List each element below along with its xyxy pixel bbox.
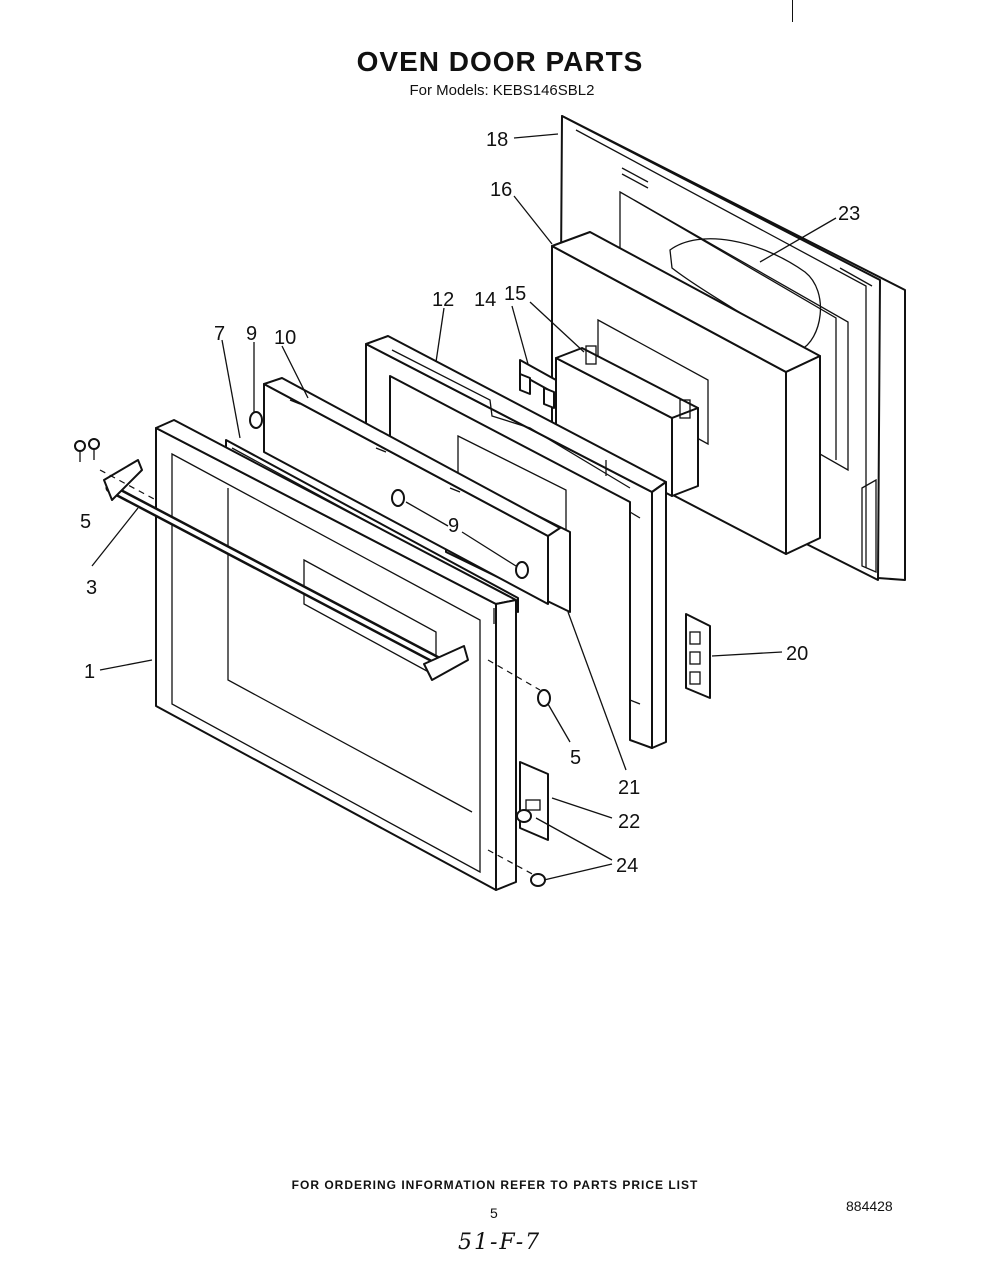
models-line: For Models:KEBS146SBL2 — [0, 82, 1000, 99]
part-22-hinge-plate — [519, 761, 549, 841]
callout-22: 22 — [618, 811, 640, 833]
part-20-hinge-bracket — [685, 613, 711, 699]
document-number: 884428 — [846, 1198, 893, 1214]
part-5-screws-left — [74, 438, 100, 462]
callout-21: 21 — [618, 777, 640, 799]
model-number: KEBS146SBL2 — [492, 82, 595, 99]
callout-5-left: 5 — [80, 511, 91, 533]
part-23-gasket — [669, 238, 822, 351]
part-10-retainer — [263, 377, 561, 605]
callout-9-lower: 9 — [448, 515, 459, 537]
ordering-note: FOR ORDERING INFORMATION REFER TO PARTS … — [291, 1178, 699, 1192]
callout-5-right: 5 — [570, 747, 581, 769]
callout-7: 7 — [214, 323, 225, 345]
leader-lines — [91, 133, 837, 881]
page-title: OVEN DOOR PARTS — [356, 46, 644, 77]
page-number: 5 — [490, 1205, 498, 1221]
callout-14: 14 — [474, 289, 496, 311]
callout-18: 18 — [486, 129, 508, 151]
handwritten-note: 51-F-7 — [458, 1230, 542, 1255]
part-3-handle — [103, 459, 469, 681]
assembly-lines — [99, 469, 541, 877]
part-14-clip — [519, 359, 557, 409]
part-21-glass-edge — [457, 434, 567, 532]
callout-24: 24 — [616, 855, 638, 877]
models-label: For Models: — [409, 82, 489, 99]
part-9-screws-lower — [391, 489, 529, 579]
callout-3: 3 — [86, 577, 97, 599]
part-12-inner-liner — [365, 335, 667, 749]
callout-20: 20 — [786, 643, 808, 665]
callout-23: 23 — [838, 203, 860, 225]
part-15-bracket-box — [555, 345, 699, 497]
callout-1: 1 — [84, 661, 95, 683]
part-1-door-frame — [155, 419, 517, 891]
callout-16: 16 — [490, 179, 512, 201]
callout-12: 12 — [432, 289, 454, 311]
callout-labels: 18 16 23 12 14 15 7 9 10 5 9 3 1 20 5 21… — [80, 129, 860, 877]
callout-15: 15 — [504, 283, 526, 305]
scan-edge-mark — [792, 0, 793, 22]
part-9-screw-upper — [249, 411, 263, 429]
part-5-screw-lower — [537, 689, 551, 707]
callout-10: 10 — [274, 327, 296, 349]
callout-9-upper: 9 — [246, 323, 257, 345]
